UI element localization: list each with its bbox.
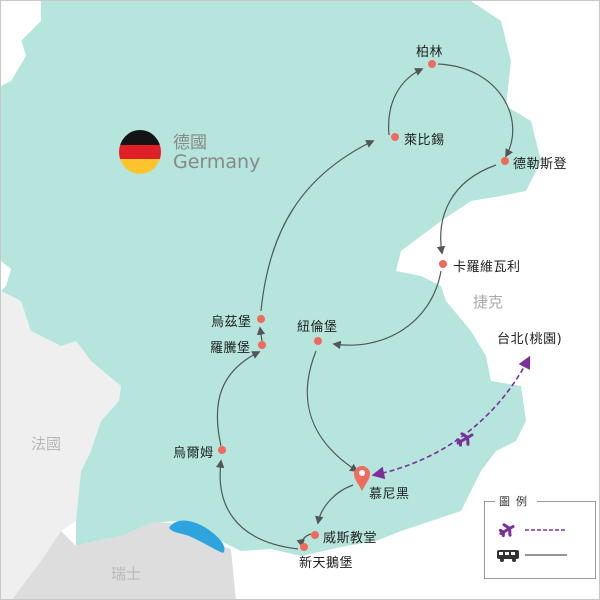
city-label-leipzig[interactable]: 萊比錫	[404, 133, 445, 148]
city-label-wieskirche[interactable]: 威斯教堂	[323, 531, 378, 546]
country-label-france: 法國	[31, 435, 62, 453]
switzerland-region	[12, 521, 236, 599]
city-dot-wurzburg[interactable]	[257, 315, 265, 323]
route-dresden-karlovyvary	[436, 164, 497, 255]
route-ulm-rothenburg	[216, 351, 261, 447]
bus-icon	[497, 550, 519, 562]
country-label-switzerland: 瑞士	[111, 565, 142, 583]
country-title-en: Germany	[173, 151, 261, 173]
city-dot-dresden[interactable]	[501, 157, 509, 165]
route-nuremberg-munich	[306, 350, 359, 472]
route-wurzburg-leipzig	[260, 140, 375, 312]
germany-region	[1, 1, 541, 556]
france-region	[1, 291, 121, 599]
city-dot-leipzig[interactable]	[391, 133, 399, 141]
route-rothenburg-wurzburg	[256, 326, 266, 342]
airplane-icon	[498, 523, 515, 538]
route-leipzig-berlin	[388, 68, 424, 136]
city-dot-neuschwanstein[interactable]	[300, 543, 308, 551]
route-berlin-dresden	[437, 63, 514, 158]
city-label-berlin[interactable]: 柏林	[416, 45, 444, 60]
city-dot-wieskirche[interactable]	[311, 531, 319, 539]
city-label-neuschwanstein[interactable]: 新天鵝堡	[299, 556, 354, 571]
munich-pin-icon[interactable]	[354, 466, 370, 491]
route-munich-wieskirche	[315, 484, 354, 525]
city-label-rothenburg[interactable]: 羅騰堡	[210, 341, 251, 356]
city-label-dresden[interactable]: 德勒斯登	[513, 157, 568, 172]
country-title: 德國	[173, 133, 207, 153]
route-karlovyvary-nuremberg	[332, 270, 442, 350]
city-label-munich[interactable]: 慕尼黑	[369, 487, 410, 502]
country-label-czech: 捷克	[473, 293, 504, 311]
legend-title: 圖例	[495, 493, 537, 509]
city-dot-ulm[interactable]	[218, 446, 226, 454]
city-label-taipei[interactable]: 台北(桃園)	[497, 332, 563, 347]
city-label-ulm[interactable]: 烏爾姆	[173, 446, 214, 461]
city-dot-nuremberg[interactable]	[314, 337, 322, 345]
city-label-karlovyvary[interactable]: 卡羅維瓦利	[453, 260, 521, 275]
lake-constance	[169, 520, 225, 553]
germany-flag-icon	[119, 130, 161, 174]
route-neuschwanstein-ulm	[216, 459, 299, 550]
city-label-nuremberg[interactable]: 紐倫堡	[297, 320, 338, 335]
airplane-icon	[455, 432, 474, 447]
legend: 圖例	[484, 493, 596, 579]
city-label-wurzburg[interactable]: 烏茲堡	[211, 315, 252, 330]
city-dot-berlin[interactable]	[428, 60, 436, 68]
city-dot-karlovyvary[interactable]	[439, 260, 447, 268]
city-dot-rothenburg[interactable]	[258, 341, 266, 349]
